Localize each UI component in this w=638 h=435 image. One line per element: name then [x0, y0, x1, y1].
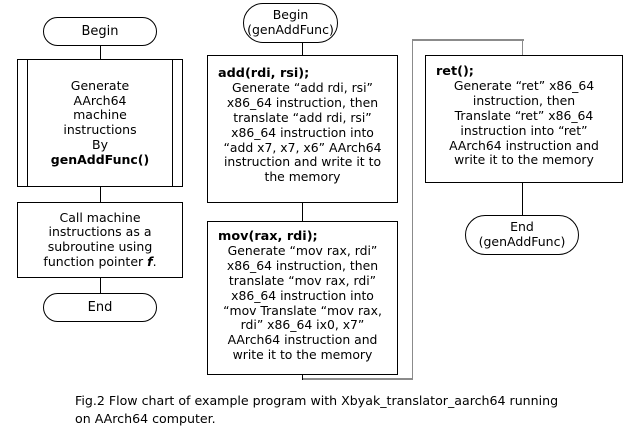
generate-line-4: instructions: [63, 122, 137, 137]
generate-line-5: By: [92, 136, 108, 152]
ret-step-title: ret();: [436, 64, 474, 79]
figure-caption: Fig.2 Flow chart of example program with…: [75, 392, 575, 429]
connector-generate-to-call: [100, 187, 101, 202]
generate-line-6-function-name: genAddFunc(): [50, 151, 150, 167]
connector-add-to-mov: [302, 203, 303, 221]
main-begin-label: Begin: [81, 23, 119, 39]
call-line-4-pointer-name: f: [147, 253, 153, 269]
generate-line-1: Generate: [70, 77, 130, 93]
sub-end-line-1: End: [510, 219, 534, 235]
gray-connector-vertical-riser: [411, 40, 414, 380]
call-line-4: function pointer f.: [43, 253, 157, 270]
call-line-2: instructions as a: [48, 224, 152, 240]
sub-begin-terminator: Begin (genAddFunc): [243, 3, 338, 43]
mov-step-body: Generate “mov rax, rdi” x86_64 instructi…: [223, 243, 382, 363]
add-step-body: Generate “add rdi, rsi” x86_64 instructi…: [223, 80, 382, 185]
gray-connector-top-horizontal: [411, 39, 524, 41]
sub-begin-line-2: (genAddFunc): [247, 22, 334, 37]
gray-connector-drop-to-ret: [521, 39, 524, 56]
connector-ret-to-sub-end: [522, 183, 523, 215]
sub-begin-line-1: Begin: [272, 7, 309, 23]
figure-caption-line-1: Fig.2 Flow chart of example program with…: [75, 393, 559, 408]
main-begin-terminator: Begin: [43, 17, 157, 46]
figure-caption-line-2: on AArch64 computer.: [75, 411, 216, 427]
main-call-process-box: Call machine instructions as a subroutin…: [17, 202, 183, 278]
mov-step-title: mov(rax, rdi);: [218, 229, 318, 244]
add-step-title: add(rdi, rsi);: [218, 66, 310, 81]
call-line-3: subroutine using: [47, 239, 153, 254]
main-generate-subroutine-box: Generate AArch64 machine instructions By…: [17, 59, 183, 187]
ret-step-box: ret(); Generate “ret” x86_64 instruction…: [425, 55, 623, 183]
add-step-box: add(rdi, rsi); Generate “add rdi, rsi” x…: [207, 55, 398, 203]
connector-sub-begin-to-add: [302, 43, 303, 55]
main-end-terminator: End: [43, 293, 157, 322]
sub-end-line-2: (genAddFunc): [478, 234, 566, 249]
generate-line-3: machine: [73, 107, 127, 123]
generate-line-2: AArch64: [73, 92, 127, 108]
connector-main-begin-to-generate: [100, 46, 101, 59]
connector-mov-stub: [302, 375, 303, 380]
main-end-label: End: [87, 299, 113, 315]
gray-connector-bottom-horizontal: [303, 378, 413, 380]
call-line-1: Call machine: [59, 209, 141, 225]
ret-step-body: Generate “ret” x86_64 instruction, then …: [449, 78, 599, 168]
mov-step-box: mov(rax, rdi); Generate “mov rax, rdi” x…: [207, 221, 398, 375]
call-line-4-post: .: [152, 253, 157, 269]
connector-call-to-end: [100, 278, 101, 293]
call-line-4-pre: function pointer: [43, 253, 148, 269]
sub-end-terminator: End (genAddFunc): [465, 215, 579, 255]
